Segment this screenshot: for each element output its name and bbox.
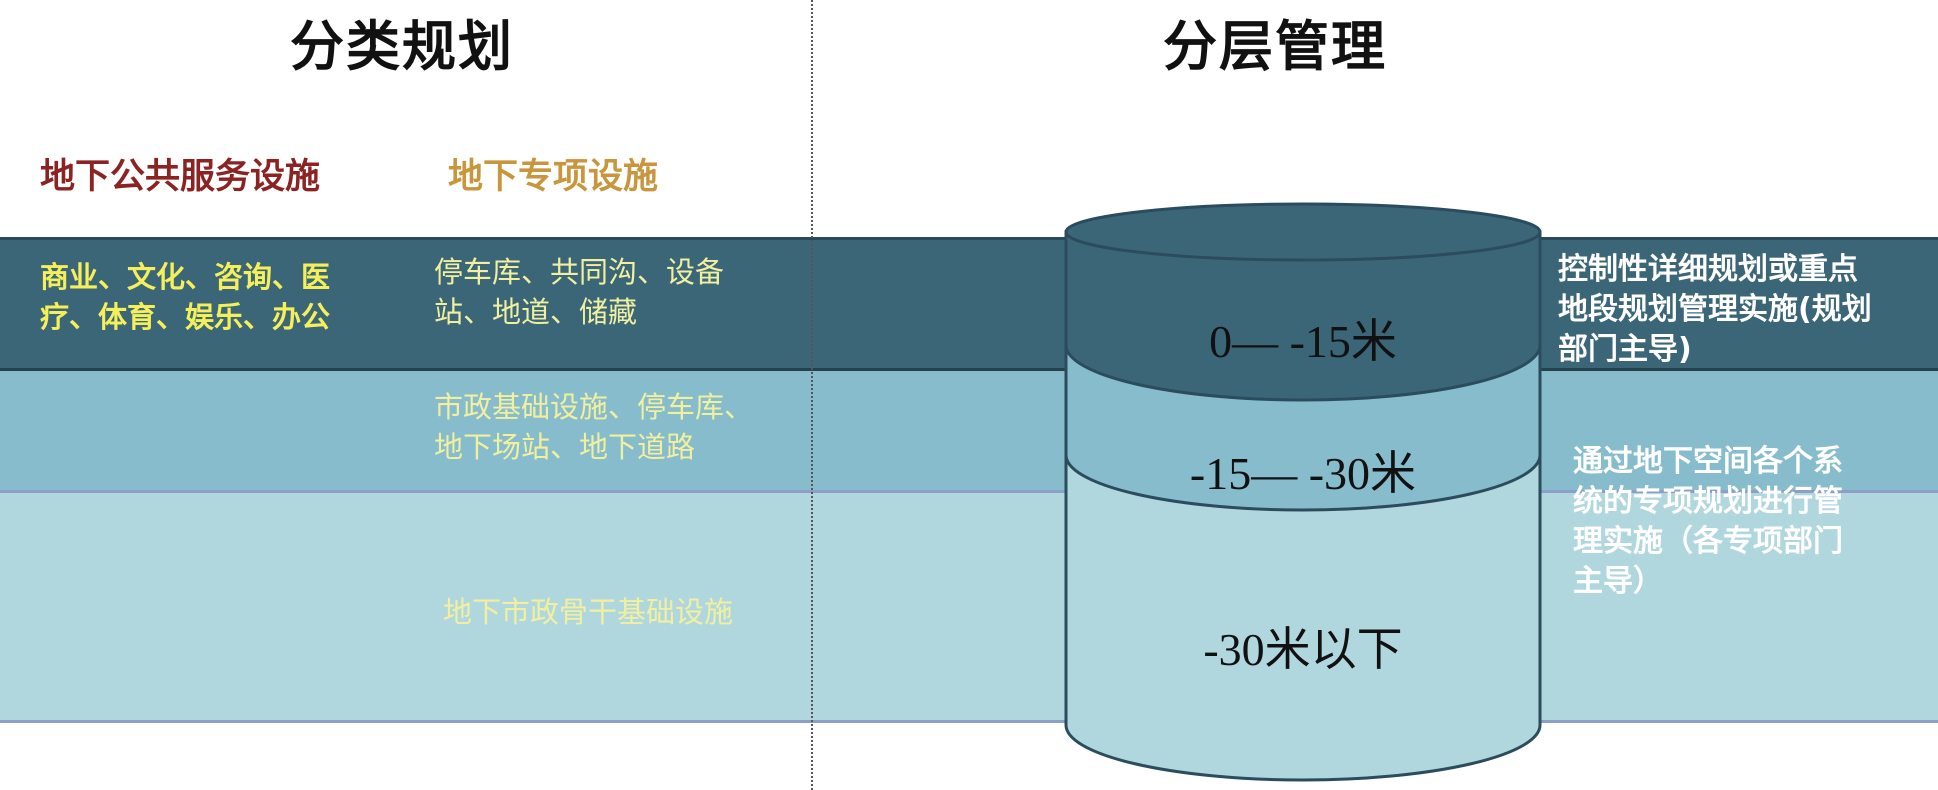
- depth-label-deep: -30米以下: [1203, 624, 1403, 675]
- bottom-special-facilities-text: 地下市政骨干基础设施: [443, 595, 734, 629]
- classification-title: 分类规划: [290, 15, 514, 78]
- middle-special-facilities-text: 市政基础设施、停车库、 地下场站、地下道路: [434, 390, 754, 464]
- cylinder-deep-section: [1064, 453, 1542, 782]
- lower-management-text: 通过地下空间各个系 统的专项规划进行管 理实施（各专项部门 主导）: [1573, 444, 1843, 599]
- layer-band-middle: [0, 371, 1938, 493]
- top-special-facilities-text: 停车库、共同沟、设备 站、地道、储藏: [434, 255, 725, 329]
- depth-label-middle: -15— -30米: [1189, 448, 1417, 499]
- cylinder-shallow-section: [1064, 230, 1542, 402]
- layered-management-title: 分层管理: [1163, 15, 1387, 78]
- section-divider: [811, 0, 813, 790]
- cylinder-top-lid: [1064, 202, 1542, 262]
- public-facilities-header: 地下公共服务设施: [40, 157, 321, 197]
- layer-band-shallow: [0, 237, 1938, 371]
- top-public-facilities-text: 商业、文化、咨询、医 疗、体育、娱乐、办公: [40, 260, 331, 334]
- shallow-management-text: 控制性详细规划或重点 地段规划管理实施(规划 部门主导): [1558, 252, 1872, 367]
- special-facilities-header: 地下专项设施: [448, 157, 659, 197]
- depth-label-shallow: 0— -15米: [1209, 316, 1397, 367]
- layer-band-deep: [0, 493, 1938, 723]
